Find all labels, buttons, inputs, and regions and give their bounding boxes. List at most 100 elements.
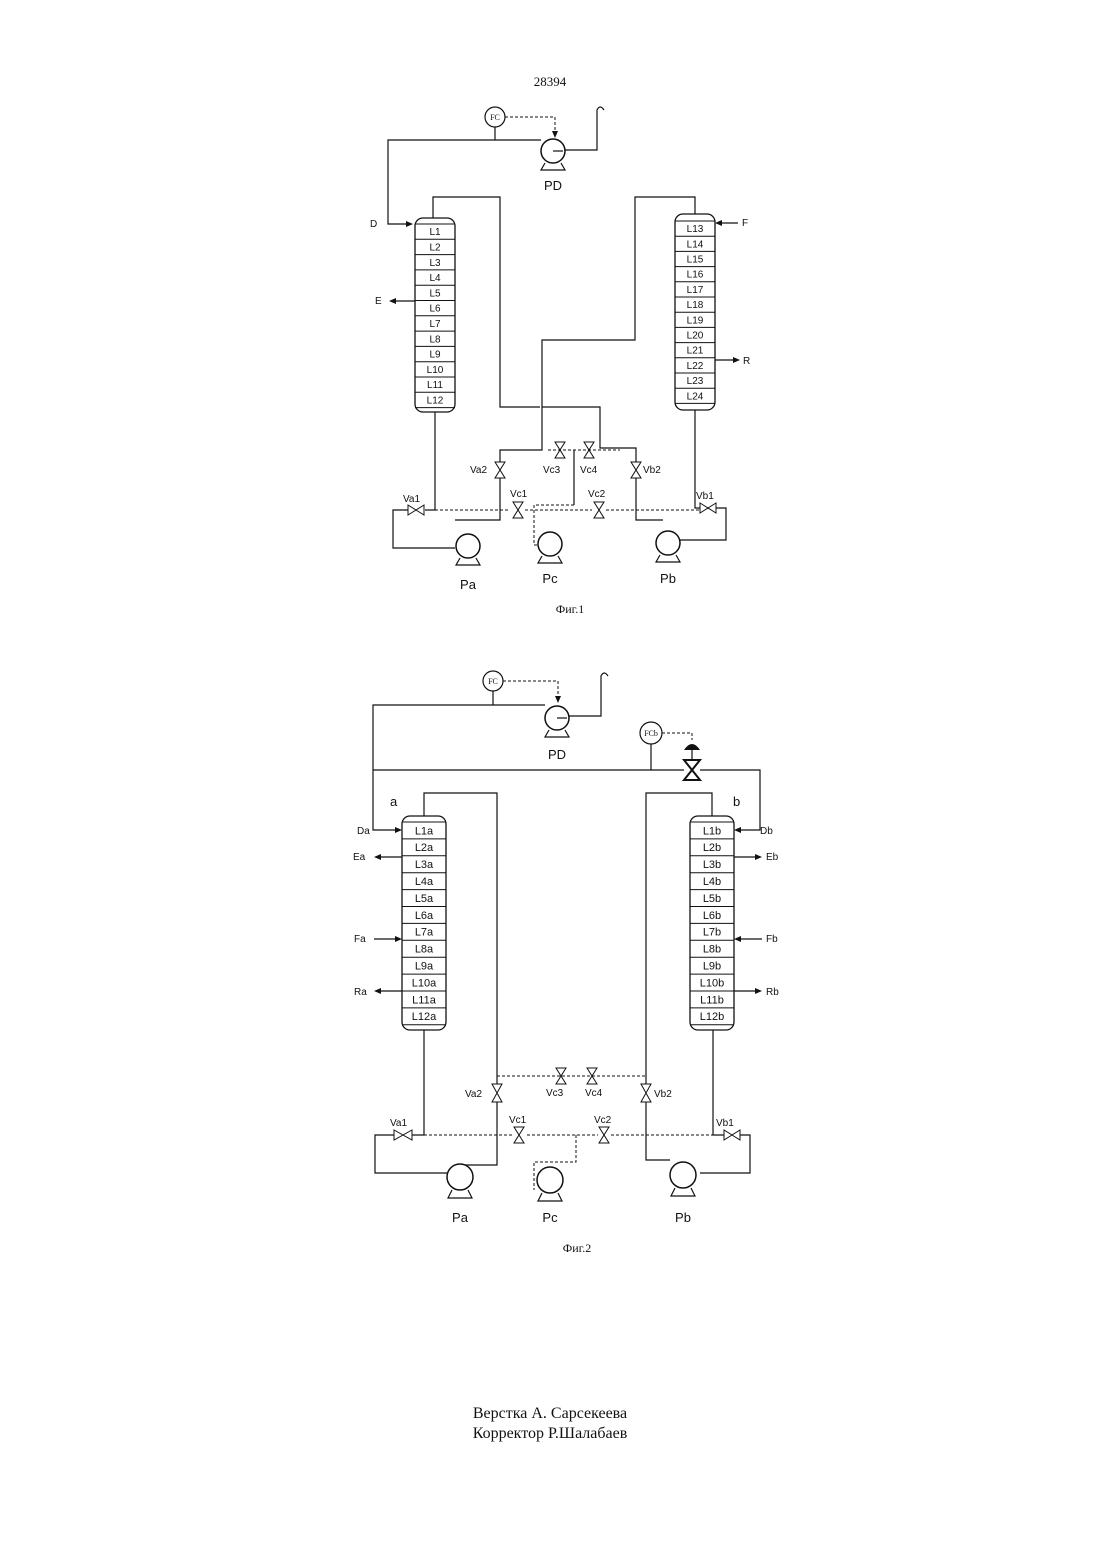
valve-vc2-label: Vc2: [588, 489, 606, 500]
pump-pc-icon: [538, 532, 562, 563]
stream-rb-label: Rb: [766, 987, 779, 998]
stream-ea-label: Ea: [353, 852, 366, 863]
column-tray-label: L23: [687, 376, 704, 387]
valve-va2-label: Va2: [470, 465, 487, 476]
line-d: [388, 140, 541, 224]
valve-vc3-label: Vc3: [546, 1088, 564, 1099]
pump-pd-label: PD: [548, 747, 566, 762]
control-valve-icon[interactable]: [684, 744, 700, 780]
valve-vb2[interactable]: [631, 462, 641, 478]
column-tray-label: L12b: [700, 1011, 724, 1023]
pump-pb-icon: [656, 531, 680, 562]
fc-label: FC: [490, 113, 500, 122]
footer-layout-credit: Верстка А. Сарсекеева: [0, 1404, 1100, 1424]
column-tray-label: L12: [427, 395, 444, 406]
column-tray-label: L5: [429, 288, 441, 299]
column-tray-label: L18: [687, 300, 704, 311]
valve-vc2[interactable]: [599, 1127, 609, 1143]
section-b-label: b: [733, 794, 740, 809]
column-tray-label: L2b: [703, 842, 721, 854]
pump-pb-label: Pb: [660, 571, 676, 586]
column-tray-label: L24: [687, 391, 704, 402]
stream-eb-label: Eb: [766, 852, 779, 863]
valve-vb1-label: Vb1: [696, 491, 714, 502]
fc-signal-line: [505, 117, 555, 135]
column-tray-label: L8a: [415, 944, 434, 956]
figure-2-diagram: FC PD FCb a b Da Db L1aL2aL3aL4aL5aL6aL7…: [0, 640, 1100, 1280]
figure-2-caption: Фиг.2: [563, 1241, 591, 1255]
stream-db-label: Db: [760, 826, 773, 837]
column-tray-label: L7: [429, 319, 441, 330]
column-tray-label: L10a: [412, 977, 437, 989]
valve-vb1-label: Vb1: [716, 1118, 734, 1129]
valve-va1[interactable]: [394, 1130, 412, 1140]
pump-pc-icon: [537, 1167, 563, 1201]
valve-va1-label: Va1: [390, 1118, 407, 1129]
column-tray-label: L2: [429, 242, 441, 253]
column-tray-label: L11a: [412, 994, 437, 1006]
stream-da-label: Da: [357, 826, 370, 837]
outlet-line: [565, 107, 604, 150]
valve-vc1[interactable]: [514, 1127, 524, 1143]
stream-fa-label: Fa: [354, 934, 366, 945]
column-tray-label: L4: [429, 273, 441, 284]
stream-fb-label: Fb: [766, 934, 778, 945]
stream-f-label: F: [742, 218, 748, 229]
valve-vc1-label: Vc1: [510, 489, 528, 500]
column-tray-label: L6a: [415, 910, 434, 922]
pump-pa-label: Pa: [452, 1210, 469, 1225]
column-tray-label: L11b: [700, 994, 724, 1006]
column-tray-label: L5b: [703, 893, 721, 905]
column-tray-label: L11: [427, 380, 443, 391]
fc-label: FC: [488, 677, 498, 686]
pump-pd-label: PD: [544, 178, 562, 193]
column-tray-label: L10b: [700, 977, 724, 989]
pump-pa-icon: [456, 534, 480, 565]
column-tray-label: L2a: [415, 842, 434, 854]
pump-pb-icon: [670, 1162, 696, 1196]
stream-ra-label: Ra: [354, 987, 367, 998]
valve-vb1[interactable]: [700, 503, 716, 513]
valve-va1[interactable]: [408, 505, 424, 515]
valve-vc2-label: Vc2: [594, 1115, 612, 1126]
pump-pc-label: Pc: [542, 571, 558, 586]
valve-vb2[interactable]: [641, 1084, 651, 1102]
column-tray-label: L1a: [415, 825, 434, 837]
valve-vc2[interactable]: [594, 502, 604, 518]
pump-pb-label: Pb: [675, 1210, 691, 1225]
valve-va1-label: Va1: [403, 494, 420, 505]
column-tray-label: L4b: [703, 876, 721, 888]
section-a-label: a: [390, 794, 398, 809]
outlet-line: [569, 673, 608, 716]
pump-pa-label: Pa: [460, 577, 477, 592]
valve-vb1[interactable]: [724, 1130, 740, 1140]
valve-vc1[interactable]: [513, 502, 523, 518]
column-tray-label: L14: [687, 239, 704, 250]
valve-va2-label: Va2: [465, 1089, 482, 1100]
column-tray-label: L4a: [415, 876, 434, 888]
valve-va2[interactable]: [492, 1084, 502, 1102]
column-tray-label: L8: [429, 334, 441, 345]
column-tray-label: L21: [687, 346, 704, 357]
valve-vc3-label: Vc3: [543, 465, 561, 476]
column-tray-label: L9a: [415, 961, 434, 973]
column-tray-label: L15: [687, 255, 704, 266]
footer: Верстка А. Сарсекеева Корректор Р.Шалаба…: [0, 1404, 1100, 1444]
figure-1-diagram: FC PD D E L1L2L3L4L5L6L7L8L9L10L11L12 L1…: [0, 0, 1100, 640]
valve-vb2-label: Vb2: [643, 465, 661, 476]
column-tray-label: L20: [687, 331, 704, 342]
column-tray-label: L7a: [415, 927, 434, 939]
valve-vc1-label: Vc1: [509, 1115, 527, 1126]
valve-vb2-label: Vb2: [654, 1089, 672, 1100]
figure-1: FC PD D E L1L2L3L4L5L6L7L8L9L10L11L12 L1…: [0, 0, 1100, 640]
valve-vc4-label: Vc4: [585, 1088, 603, 1099]
figure-2: FC PD FCb a b Da Db L1aL2aL3aL4aL5aL6aL7…: [0, 640, 1100, 1280]
valve-va2[interactable]: [495, 462, 505, 478]
stream-d-label: D: [370, 219, 377, 230]
column-tray-label: L8b: [703, 944, 721, 956]
column-tray-label: L10: [427, 365, 444, 376]
column-tray-label: L22: [687, 361, 704, 372]
column-tray-label: L5a: [415, 893, 434, 905]
valve-vc4-label: Vc4: [580, 465, 598, 476]
column-tray-label: L13: [687, 224, 704, 235]
